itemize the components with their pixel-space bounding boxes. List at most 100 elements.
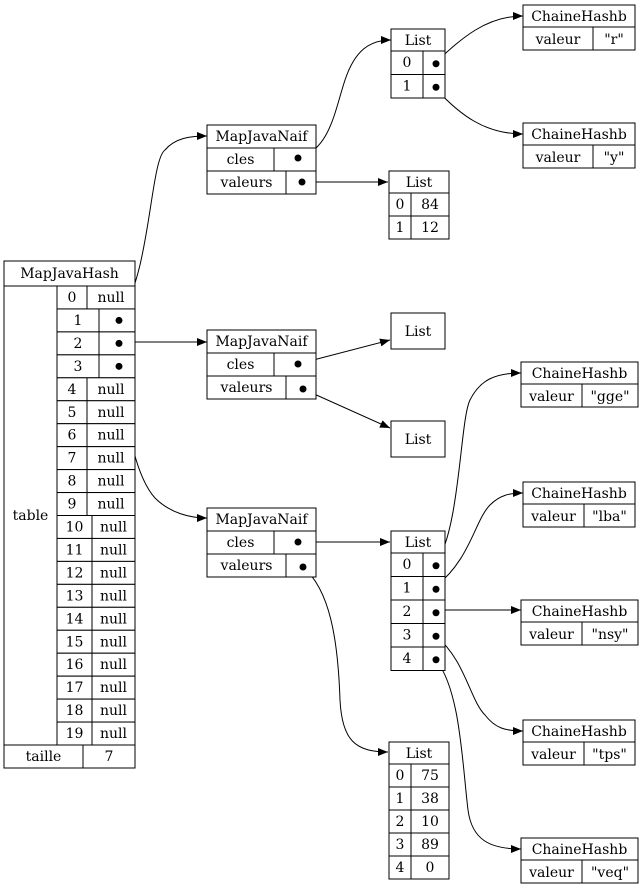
list-title: List	[405, 535, 432, 551]
hash-slot-14: 14 null	[56, 606, 136, 631]
list-title: List	[405, 33, 432, 49]
hash-slot-value: null	[98, 428, 126, 444]
chaine-hashb-nodes: ChaineHashbvaleur"r"ChaineHashbvaleur"y"…	[520, 4, 639, 884]
list-index: 1	[403, 581, 412, 597]
list-pointer	[432, 656, 440, 664]
list-value: 12	[421, 220, 439, 236]
edge-slot1-to-naif1	[118, 132, 208, 316]
hash-slot-index: 12	[66, 565, 84, 581]
hash-slot-3: 3	[56, 354, 136, 379]
chaine-valeur-value: "y"	[604, 150, 625, 166]
hash-slot-value: null	[100, 634, 128, 650]
hash-slot-11: 11 null	[56, 537, 136, 562]
hash-slot-17: 17 null	[56, 675, 136, 700]
chaine-valeur-label: valeur	[528, 865, 574, 881]
table-label: table	[13, 508, 49, 524]
hash-slot-index: 14	[66, 611, 84, 627]
naif3-cles-label: cles	[227, 535, 255, 551]
list-index: 2	[396, 814, 405, 830]
hash-slot-index: 3	[74, 359, 83, 375]
taille-value: 7	[105, 749, 114, 765]
list-index: 4	[396, 860, 405, 876]
hash-slot-value: null	[100, 703, 128, 719]
list-pointer	[432, 632, 440, 640]
chaine-hashb-node: ChaineHashb valeur "veq"	[520, 837, 639, 884]
list-value: 10	[421, 814, 439, 830]
hash-slot-index: 0	[68, 290, 77, 306]
edge-list3-4-to-veq	[435, 659, 522, 853]
chaine-valeur-label: valeur	[535, 150, 581, 166]
edge-list1-0-to-r	[435, 12, 524, 63]
list-value: 89	[421, 837, 439, 853]
list-index: 1	[396, 220, 405, 236]
hash-slot-value: null	[100, 726, 128, 742]
hash-slot-value: null	[98, 474, 126, 490]
map-java-naif-node-3: MapJavaNaif cles valeurs	[206, 507, 317, 578]
list-index: 0	[403, 557, 412, 573]
hash-slot-value: null	[98, 497, 126, 513]
list-value: 75	[421, 768, 439, 784]
chaine-title: ChaineHashb	[531, 486, 627, 502]
hash-slot-index: 13	[66, 588, 84, 604]
hash-slot-index: 19	[66, 726, 84, 742]
chaine-valeur-value: "r"	[604, 32, 624, 48]
hash-slot-value: null	[100, 520, 128, 536]
list-index: 0	[396, 197, 405, 213]
empty-list-values: List	[390, 420, 446, 458]
hash-slot-value: null	[100, 680, 128, 696]
naif1-cles-label: cles	[227, 152, 255, 168]
hash-slot-index: 11	[66, 542, 84, 558]
naif1-valeurs-label: valeurs	[220, 175, 273, 191]
naif3-valeurs-label: valeurs	[220, 558, 273, 574]
map-java-naif-node-1: MapJavaNaif cles valeurs	[206, 124, 317, 195]
list-pointer	[432, 562, 440, 570]
chaine-title: ChaineHashb	[531, 724, 627, 740]
naif2-title: MapJavaNaif	[215, 334, 309, 350]
list-index: 3	[403, 628, 412, 644]
chaine-valeur-value: "nsy"	[592, 627, 629, 643]
hash-slot-value: null	[100, 657, 128, 673]
hash-slot-value: null	[100, 588, 128, 604]
list-index: 1	[403, 79, 412, 95]
list-pointer	[432, 60, 440, 68]
list-pointer	[432, 83, 440, 91]
edge-naif1-cles-to-list	[297, 36, 392, 159]
naif2-valeurs-pointer	[299, 385, 307, 393]
chaine-title: ChaineHashb	[532, 842, 628, 858]
naif2-valeurs-label: valeurs	[220, 380, 273, 396]
hash-slot-value: null	[98, 290, 126, 306]
hash-slot-index: 4	[68, 382, 77, 398]
hash-slot-value: null	[100, 542, 128, 558]
hash-slot-0: 0 null	[56, 285, 136, 310]
hash-slot-19: 19 null	[56, 721, 136, 746]
edge-list3-3-to-tps	[435, 635, 524, 735]
hash-slot-value: null	[100, 611, 128, 627]
empty-list-values-title: List	[405, 432, 432, 448]
chaine-valeur-value: "veq"	[591, 865, 629, 881]
hash-slot-value: null	[100, 565, 128, 581]
edge-list1-1-to-y	[435, 88, 524, 138]
list-title: List	[406, 175, 433, 191]
chaine-valeur-value: "lba"	[592, 509, 627, 525]
list-index: 3	[396, 837, 405, 853]
chaine-valeur-value: "gge"	[590, 389, 629, 405]
chaine-valeur-label: valeur	[528, 627, 574, 643]
edge-list3-1-to-lba	[435, 489, 524, 587]
list-value: 84	[421, 197, 439, 213]
list-pointer	[432, 609, 440, 617]
chaine-valeur-label: valeur	[530, 747, 576, 763]
hash-title-cell	[3, 260, 136, 287]
hash-slot-index: 17	[66, 680, 84, 696]
